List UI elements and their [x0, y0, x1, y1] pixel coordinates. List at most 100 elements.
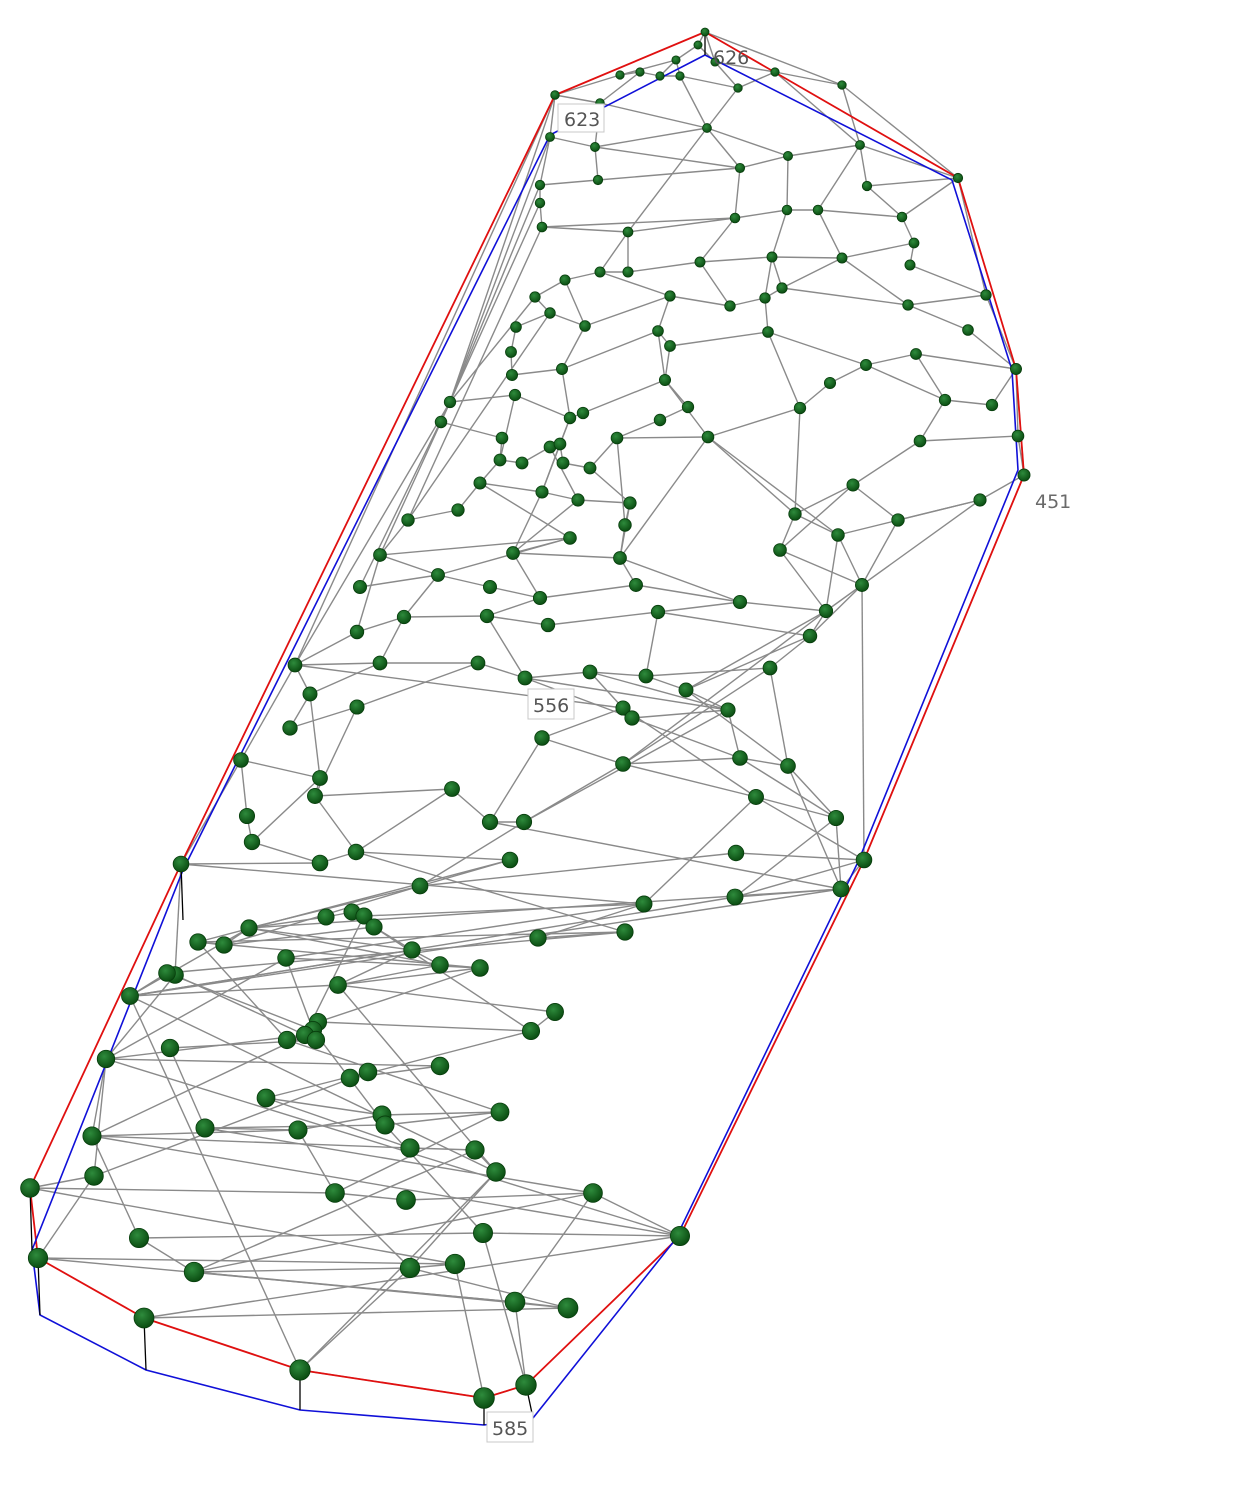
mesh-edge — [627, 217, 736, 233]
mesh-edge — [599, 102, 708, 129]
mesh-node — [783, 151, 793, 161]
mesh-node — [444, 781, 460, 797]
mesh-edge — [781, 257, 843, 289]
mesh-edge — [734, 209, 788, 219]
mesh-node — [629, 578, 643, 592]
mesh-node — [557, 1297, 579, 1319]
mesh-node — [82, 1126, 102, 1146]
mesh-edge — [919, 399, 946, 442]
mesh-edge — [737, 71, 776, 89]
mesh-edge — [861, 519, 899, 586]
mesh-node — [443, 395, 457, 409]
mesh-node — [681, 400, 695, 414]
mesh-node — [726, 888, 744, 906]
mesh-edge — [787, 765, 837, 819]
mesh-node — [855, 578, 869, 592]
mesh-edge — [265, 1097, 411, 1149]
mesh-node — [545, 132, 555, 142]
mesh-edge — [915, 353, 1017, 370]
mesh-edge — [825, 534, 839, 612]
mesh-edge — [767, 331, 867, 366]
mesh-edge — [979, 474, 1025, 501]
boundary-lines — [29, 31, 1025, 1426]
mesh-edge — [541, 217, 736, 228]
mesh-edge — [240, 759, 248, 817]
mesh-node — [508, 388, 522, 402]
mesh-node — [550, 90, 560, 100]
mesh-edge — [835, 817, 842, 890]
mesh-edge — [379, 616, 405, 664]
mesh-node — [938, 393, 952, 407]
mesh-edge — [622, 610, 827, 765]
mesh-edge — [294, 401, 451, 666]
mesh-edge — [589, 671, 729, 711]
mesh-edge — [786, 155, 789, 211]
mesh-edge — [511, 368, 563, 376]
mesh-node — [837, 80, 847, 90]
mesh-edge — [622, 757, 741, 765]
mesh-node — [349, 624, 365, 640]
mesh-edge — [616, 437, 626, 526]
mesh-edge — [817, 209, 843, 259]
mesh-edge — [706, 87, 739, 129]
mesh-edge — [489, 586, 541, 599]
mesh-edge — [841, 242, 915, 259]
mesh-edge — [129, 984, 339, 997]
mesh-edge — [549, 312, 586, 327]
mesh-edge — [449, 136, 551, 403]
mesh-edge — [734, 167, 741, 219]
mesh-edge — [356, 554, 381, 633]
mesh-node — [121, 987, 139, 1005]
label-556-text: 556 — [533, 695, 569, 717]
mesh-edge — [223, 926, 375, 946]
mesh-edge — [403, 615, 488, 618]
mesh-node — [658, 373, 672, 387]
mesh-edge — [865, 364, 946, 401]
mesh-edge — [419, 821, 525, 887]
mesh-edge — [337, 967, 481, 986]
mesh-edge — [547, 611, 659, 626]
mesh-edge — [449, 296, 536, 403]
mesh-node — [396, 609, 412, 625]
mesh-node — [325, 1183, 345, 1203]
mesh-node — [515, 1374, 537, 1396]
mesh-edge — [524, 671, 591, 679]
mesh-node — [762, 660, 778, 676]
mesh-edge — [286, 1039, 501, 1113]
mesh-node — [910, 348, 922, 360]
mesh-node — [340, 1068, 360, 1088]
mesh-edge — [627, 261, 701, 273]
mesh-node — [375, 1115, 395, 1135]
mesh-node — [84, 1166, 104, 1186]
mesh-node — [302, 686, 318, 702]
mesh-node — [823, 376, 837, 390]
mesh-edge — [449, 184, 541, 403]
mesh-edge — [619, 557, 741, 603]
mesh-edge — [767, 331, 801, 409]
mesh-edge — [781, 287, 909, 306]
mesh-edge — [706, 127, 741, 169]
mesh-edge — [564, 279, 586, 327]
mesh-node — [582, 664, 598, 680]
mesh-node — [579, 320, 591, 332]
mesh-edge — [985, 294, 1017, 370]
mesh-edge — [138, 1232, 484, 1239]
mesh-node — [215, 936, 233, 954]
mesh-edge — [515, 312, 551, 328]
mesh-edge — [622, 763, 757, 798]
mesh-edge — [479, 482, 571, 539]
mesh-edge — [454, 1263, 485, 1399]
mesh-node — [729, 212, 741, 224]
mesh-node — [431, 956, 449, 974]
mesh-node — [430, 1056, 450, 1076]
mesh-edge — [599, 271, 671, 297]
mesh-edge — [91, 1135, 681, 1237]
mesh-edge — [91, 1135, 411, 1149]
mesh-node — [776, 282, 788, 294]
mesh-edge — [852, 440, 921, 486]
mesh-edge — [901, 177, 959, 218]
mesh-edge — [622, 667, 771, 765]
mesh-edge — [794, 513, 839, 536]
mesh-node — [615, 700, 631, 716]
mesh-edge — [599, 231, 629, 273]
